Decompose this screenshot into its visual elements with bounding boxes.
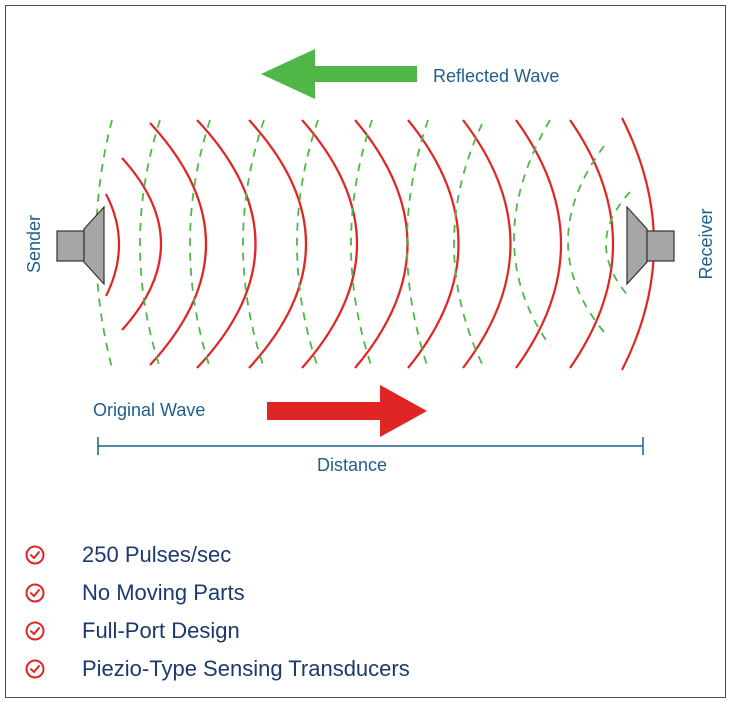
original-wavefront [354,119,409,369]
reflected-wavefront [189,119,211,369]
feature-item: Full-Port Design [24,612,410,650]
reflected-wavefront [453,123,483,365]
reflected-wavefront [513,119,551,347]
original-wave-arrow [267,385,427,437]
feature-text: 250 Pulses/sec [82,542,232,567]
distance-label: Distance [317,455,387,475]
original-wavefront [515,119,562,369]
check-circle-icon [25,621,45,641]
sender-transducer [56,205,105,286]
sender-cone [83,205,105,286]
distance-dimension [97,437,644,455]
feature-item: No Moving Parts [24,574,410,612]
original-wavefront [569,119,614,369]
check-circle-icon [25,659,45,679]
reflected-wavefront [406,119,429,369]
reflected-wave-label: Reflected Wave [433,66,559,86]
original-wavefront [462,119,512,369]
ultrasonic-wave-diagram: Reflected Wave Sender Receiver Original … [24,49,716,475]
original-wavefront [248,119,308,369]
feature-item: 250 Pulses/sec [24,536,410,574]
original-wavefront [149,122,208,366]
original-wavefront [121,157,162,331]
wave-field [95,117,655,371]
original-wavefront [301,119,359,369]
original-wave-label: Original Wave [93,400,205,420]
reflected-wave-arrow [261,49,417,99]
diagram-frame [5,5,726,698]
receiver-body [646,230,675,262]
original-wavefront [407,119,460,369]
reflected-wavefront [296,119,319,369]
reflected-wavefront [139,119,161,369]
feature-text: Full-Port Design [82,618,240,643]
feature-list: 250 Pulses/sec No Moving Parts Full-Port… [24,536,410,688]
original-wavefront [196,119,257,369]
check-circle-icon [25,545,45,565]
feature-item: Piezio-Type Sensing Transducers [24,650,410,688]
receiver-transducer [626,205,675,286]
sender-body [56,230,85,262]
reflected-wavefront [350,119,373,369]
check-circle-icon [25,583,45,603]
receiver-cone [626,205,648,286]
reflected-wavefront [242,119,265,369]
receiver-label: Receiver [696,208,716,279]
sender-label: Sender [24,215,44,273]
feature-text: Piezio-Type Sensing Transducers [82,656,410,681]
original-wavefront [105,193,120,297]
feature-text: No Moving Parts [82,580,245,605]
